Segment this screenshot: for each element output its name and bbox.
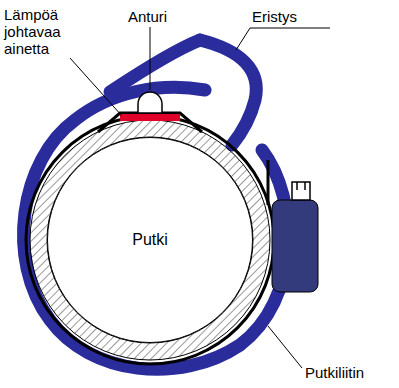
leader-line bbox=[150, 27, 151, 90]
node-text: Putki bbox=[132, 231, 168, 249]
part-label: Putkiliitin bbox=[305, 364, 397, 381]
pipe-wall bbox=[30, 120, 270, 360]
clamp-screw bbox=[292, 182, 310, 200]
leader-line bbox=[250, 28, 330, 29]
clamp-band bbox=[26, 116, 274, 364]
part-label: Eristys bbox=[252, 8, 332, 25]
clamp-tab bbox=[267, 160, 270, 205]
insulation-top bbox=[110, 40, 200, 92]
part-label: Anturi bbox=[128, 8, 198, 25]
part-label: Lämpöä johtavaa ainetta bbox=[4, 6, 84, 57]
pipe-clamp bbox=[272, 200, 318, 292]
leader-line bbox=[70, 58, 122, 116]
sensor bbox=[138, 92, 162, 113]
sensor-bracket bbox=[98, 113, 202, 132]
leader-line bbox=[236, 28, 250, 50]
pipe-bore: Putki bbox=[47, 137, 253, 343]
leader-line bbox=[268, 326, 302, 368]
thermal-paste bbox=[120, 114, 180, 121]
